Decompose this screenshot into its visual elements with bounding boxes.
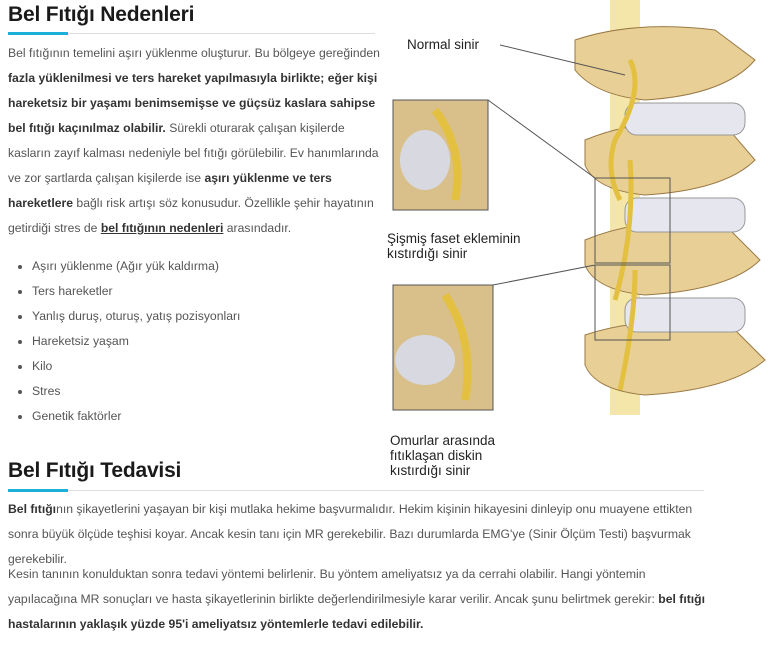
causes-paragraph: Bel fıtığının temelini aşırı yüklenme ol… (8, 46, 380, 235)
label-disc-nerve: Omurlar arasında (390, 433, 496, 448)
title-divider (8, 32, 375, 35)
label-normal-nerve: Normal sinir (407, 37, 480, 52)
causes-link[interactable]: bel fıtığının nedenleri (100, 221, 224, 235)
list-item: Aşırı yüklenme (Ağır yük kaldırma) (32, 254, 240, 279)
section-title-treatment: Bel Fıtığı Tedavisi (8, 459, 182, 482)
list-item: Genetik faktörler (32, 404, 240, 429)
treatment-paragraph-1: Bel fıtığının şikayetlerini yaşayan bir … (8, 502, 693, 566)
section-title-causes: Bel Fıtığı Nedenleri (8, 3, 195, 26)
list-item: Ters hareketler (32, 279, 240, 304)
causes-list: Aşırı yüklenme (Ağır yük kaldırma) Ters … (14, 254, 240, 429)
title-divider (8, 489, 704, 492)
list-item: Stres (32, 379, 240, 404)
list-item: Kilo (32, 354, 240, 379)
list-item: Hareketsiz yaşam (32, 329, 240, 354)
treatment-paragraph-2: Kesin tanının konulduktan sonra tedavi y… (8, 567, 705, 631)
list-item: Yanlış duruş, oturuş, yatış pozisyonları (32, 304, 240, 329)
